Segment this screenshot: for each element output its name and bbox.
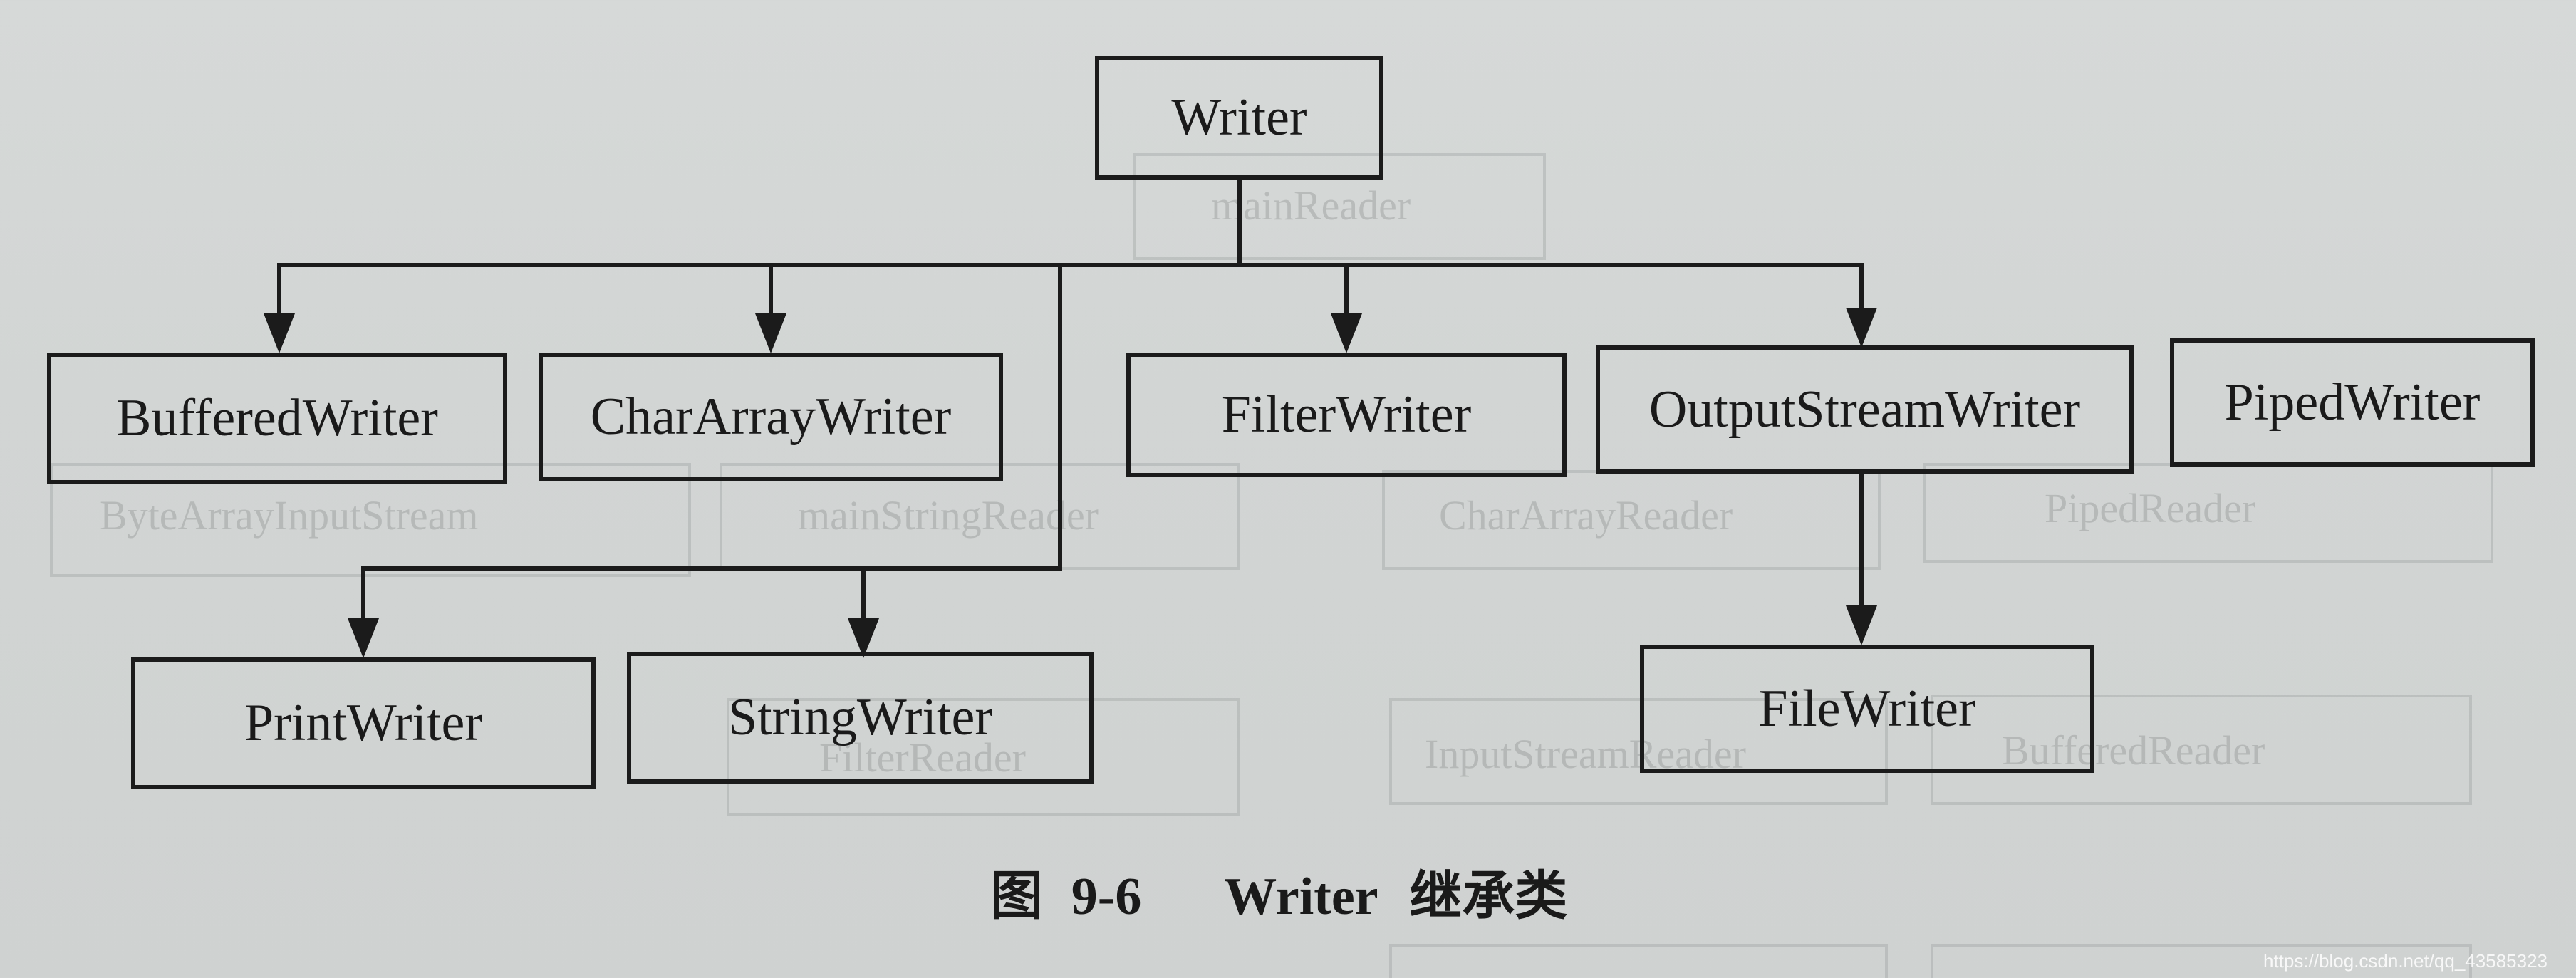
figure-caption: 图 9-6 Writer 继承类 [990, 853, 1567, 930]
caption-number: 9-6 [1071, 868, 1142, 926]
ghost-box [1389, 698, 1888, 805]
ghost-box [50, 463, 691, 577]
ghost-text: PipedReader [2045, 485, 2256, 531]
ghost-text: mainStringReader [798, 492, 1099, 539]
ghost-box [1931, 944, 2472, 978]
arrowhead [1331, 313, 1362, 353]
arrowhead [1846, 605, 1877, 645]
node-writer: Writer [1095, 56, 1383, 180]
node-stringwriter: StringWriter [627, 652, 1094, 784]
node-filewriter: FileWriter [1640, 645, 2094, 773]
arrowhead [264, 313, 295, 353]
ghost-text: BufferedReader [2002, 727, 2265, 774]
ghost-box [1931, 695, 2472, 805]
arrowhead [848, 618, 879, 658]
caption-prefix: 图 [990, 865, 1043, 927]
arrowhead [1846, 308, 1877, 348]
ghost-text: CharArrayReader [1439, 492, 1733, 539]
arrowhead [348, 618, 379, 658]
ghost-text: FilterReader [819, 734, 1026, 781]
caption-suffix: 继承类 [1409, 865, 1568, 927]
watermark-text: https://blog.csdn.net/qq_43585323 [2263, 950, 2548, 972]
ghost-text: ByteArrayInputStream [100, 492, 479, 539]
caption-title: Writer [1224, 868, 1378, 926]
ghost-text: mainReader [1211, 182, 1411, 229]
node-bufferedwriter: BufferedWriter [47, 353, 507, 484]
node-filterwriter: FilterWriter [1126, 353, 1567, 477]
node-printwriter: PrintWriter [131, 657, 596, 789]
ghost-box [727, 698, 1240, 816]
ghost-box [1389, 944, 1888, 978]
arrowhead [755, 313, 786, 353]
ghost-box [1133, 153, 1546, 260]
node-outputstreamwriter: OutputStreamWriter [1596, 345, 2134, 474]
node-pipedwriter: PipedWriter [2170, 338, 2535, 467]
node-chararraywriter: CharArrayWriter [539, 353, 1003, 481]
